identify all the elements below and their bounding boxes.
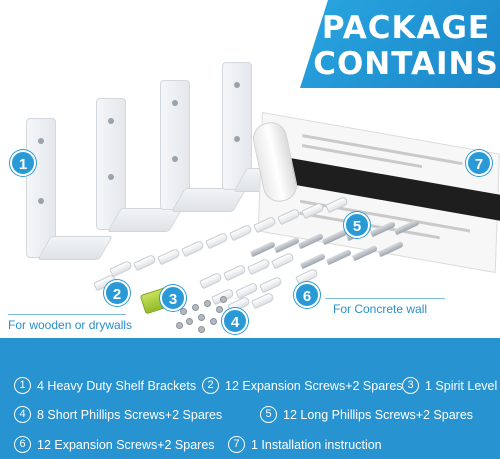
legend-item-3: 3 1 Spirit Level xyxy=(402,377,497,394)
legend-text: 4 Heavy Duty Shelf Brackets xyxy=(37,378,197,393)
short-screw xyxy=(180,308,187,315)
marker-5: 5 xyxy=(344,212,370,238)
legend-text: 1 Installation instruction xyxy=(251,437,382,452)
product-image: PACKAGE CONTAINS xyxy=(8,0,500,334)
legend-item-7: 7 1 Installation instruction xyxy=(228,436,382,453)
title-line-1: PACKAGE xyxy=(321,10,491,46)
expansion-anchor xyxy=(205,231,229,250)
expansion-anchor xyxy=(181,239,205,258)
legend-num: 1 xyxy=(14,377,31,394)
legend-num: 3 xyxy=(402,377,419,394)
note-wood: For wooden or drywalls xyxy=(8,318,133,332)
shelf-bracket xyxy=(160,80,247,230)
page-title: PACKAGE CONTAINS xyxy=(312,10,500,82)
long-screw xyxy=(299,252,327,270)
legend-num: 4 xyxy=(14,406,31,423)
legend-text: 12 Expansion Screws+2 Spares xyxy=(225,378,403,393)
expansion-anchor xyxy=(271,251,295,270)
expansion-anchor xyxy=(199,271,223,290)
expansion-anchor xyxy=(223,263,247,282)
legend-text: 8 Short Phillips Screws+2 Spares xyxy=(37,407,223,422)
marker-3: 3 xyxy=(160,285,186,311)
marker-1: 1 xyxy=(10,150,36,176)
note-divider xyxy=(8,314,126,315)
legend-item-2: 2 12 Expansion Screws+2 Spares xyxy=(202,377,403,394)
legend-item-4: 4 8 Short Phillips Screws+2 Spares xyxy=(14,406,222,423)
legend-text: 12 Expansion Screws+2 Spares xyxy=(37,437,215,452)
legend-text: 12 Long Phillips Screws+2 Spares xyxy=(283,407,474,422)
shelf-bracket xyxy=(26,118,113,268)
short-screw xyxy=(198,326,205,333)
legend-item-1: 1 4 Heavy Duty Shelf Brackets xyxy=(14,377,196,394)
legend-num: 7 xyxy=(228,436,245,453)
marker-2: 2 xyxy=(104,280,130,306)
legend-item-5: 5 12 Long Phillips Screws+2 Spares xyxy=(260,406,473,423)
short-screw xyxy=(192,304,199,311)
marker-7: 7 xyxy=(466,150,492,176)
title-line-2: CONTAINS xyxy=(313,46,499,82)
short-screw xyxy=(198,314,205,321)
legend-num: 5 xyxy=(260,406,277,423)
legend-item-6: 6 12 Expansion Screws+2 Spares xyxy=(14,436,215,453)
note-divider xyxy=(325,298,445,299)
marker-4: 4 xyxy=(222,308,248,334)
shelf-bracket xyxy=(222,62,309,212)
shelf-bracket xyxy=(96,98,183,248)
short-screw xyxy=(210,318,217,325)
long-screw xyxy=(325,248,353,266)
expansion-anchor xyxy=(247,257,271,276)
long-screw xyxy=(249,240,277,258)
short-screw xyxy=(186,318,193,325)
legend-text: 1 Spirit Level xyxy=(425,378,498,393)
long-screw xyxy=(273,236,301,254)
short-screw xyxy=(220,296,227,303)
short-screw xyxy=(204,300,211,307)
expansion-anchor xyxy=(133,253,157,272)
short-screw xyxy=(176,322,183,329)
header-banner xyxy=(300,0,500,88)
short-screw xyxy=(216,306,223,313)
legend-num: 6 xyxy=(14,436,31,453)
expansion-anchor xyxy=(157,247,181,266)
expansion-anchor xyxy=(251,291,275,310)
marker-6: 6 xyxy=(294,282,320,308)
package-legend: 1 4 Heavy Duty Shelf Brackets 2 12 Expan… xyxy=(0,338,500,459)
note-concrete: For Concrete wall xyxy=(333,302,428,316)
expansion-anchor xyxy=(259,275,283,294)
legend-num: 2 xyxy=(202,377,219,394)
